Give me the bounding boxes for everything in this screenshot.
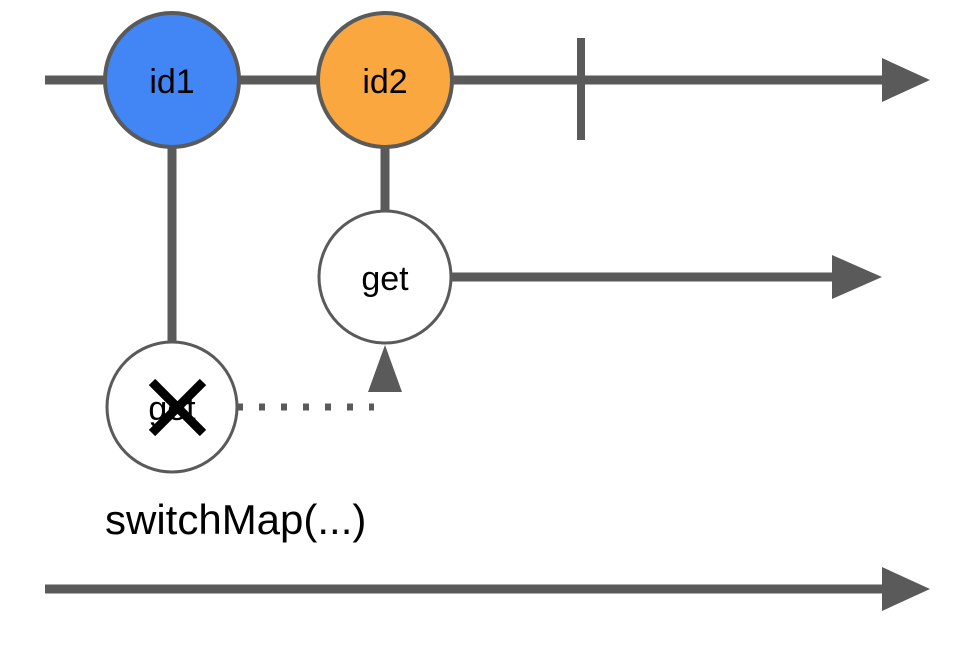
cancel-cross-icon xyxy=(148,378,207,437)
operator-label: switchMap(...) xyxy=(105,496,366,543)
source-stream: id1 id2 xyxy=(45,11,930,345)
output-stream xyxy=(45,567,930,611)
switch-arrowhead-up xyxy=(368,345,402,392)
marble-id2[interactable]: id2 xyxy=(316,11,454,149)
marble-get-cancelled[interactable]: get xyxy=(105,340,239,474)
inner-active-timeline-arrowhead xyxy=(832,255,882,299)
inner-stream-cancelled: get xyxy=(105,340,402,474)
output-timeline-arrowhead xyxy=(882,567,930,611)
inner-stream-active: get xyxy=(317,209,882,345)
source-timeline-arrowhead xyxy=(882,58,930,102)
marble-id2-circle[interactable] xyxy=(316,11,454,149)
cancel-cross-stroke-b xyxy=(148,378,207,437)
marble-get-active[interactable]: get xyxy=(317,209,453,345)
marble-get-active-circle[interactable] xyxy=(317,209,453,345)
marble-id1-circle[interactable] xyxy=(103,11,241,149)
marble-id2-label: id2 xyxy=(362,63,407,101)
marble-get-active-label: get xyxy=(361,260,409,298)
marble-id1[interactable]: id1 xyxy=(103,11,241,149)
marble-id1-label: id1 xyxy=(149,63,194,101)
